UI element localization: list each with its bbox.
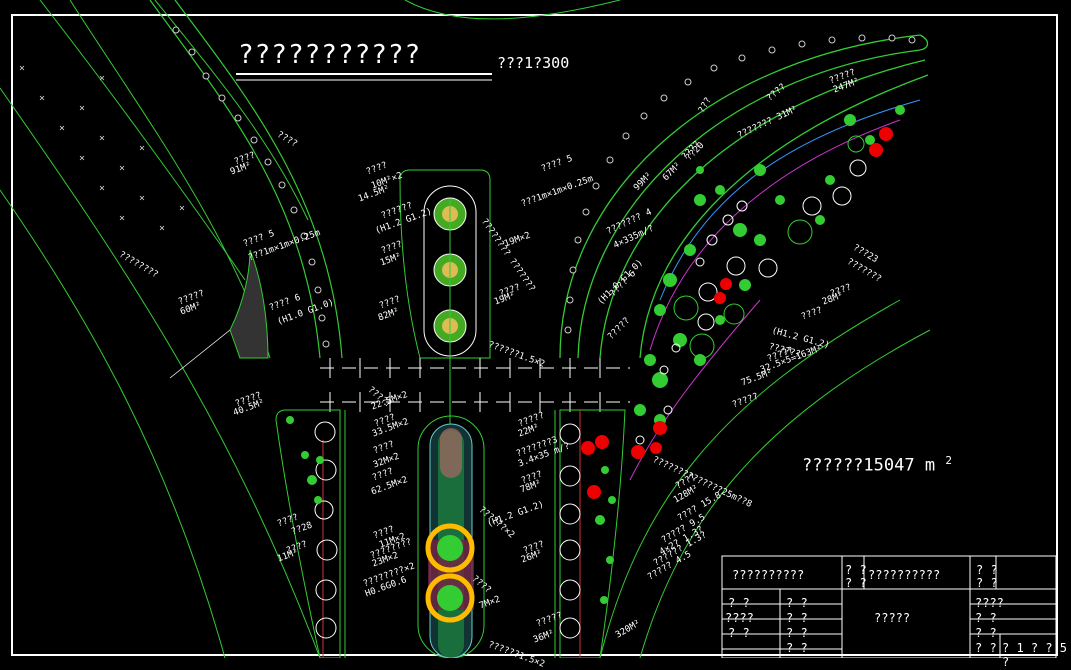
title-block-cell: ? ? (975, 611, 997, 625)
total-area-text: ??????15047 m (802, 455, 936, 476)
title-block-cell: ? ? (786, 596, 808, 610)
title-block-cell: ????? (874, 611, 911, 625)
lower-right-strip (559, 409, 626, 658)
title-block-cell: ? ? (845, 563, 867, 577)
title-block-cell: ? ? (786, 626, 808, 640)
title-block-cell: ? ? (976, 563, 998, 577)
title-block-cell: ???? (725, 611, 754, 625)
title-underline (236, 73, 492, 81)
right-strip-dots (564, 34, 916, 334)
crosswalk-dashes (320, 358, 630, 412)
title-block-cell: ? ? (786, 641, 808, 655)
arrow-hatch (19, 65, 185, 231)
lower-left-strip (275, 409, 341, 658)
drawing-title: ??????????? (238, 40, 422, 70)
title-block-cell: ? ? (976, 576, 998, 590)
title-block-cell: ? ? (845, 576, 867, 590)
lower-median (417, 415, 485, 658)
grey-hatch-patch (169, 249, 269, 379)
title-block-cell: ?????????? (732, 568, 805, 582)
title-block-cell: ? ? (728, 596, 750, 610)
title-block-lines (721, 555, 1057, 658)
drawing-frame (11, 14, 1058, 656)
drawing-scale: ???1?300 (497, 54, 570, 72)
right-lower-road-edge (599, 299, 931, 658)
title-block-cell: ? 1 ? ? 5 ? (1002, 641, 1068, 669)
title-block-cell: ?????????? (868, 568, 941, 582)
total-area-label: ??????15047 m 2 (802, 454, 952, 476)
title-block-cell: ? ? (975, 641, 997, 655)
left-strip-dots (172, 26, 330, 348)
central-island (399, 169, 491, 359)
title-block-cell: ? ? (728, 626, 750, 640)
left-curved-strip (149, 0, 343, 359)
title-block-cell: ? ? (786, 611, 808, 625)
right-planting-bed (629, 99, 921, 481)
title-block-cell: ???? (975, 596, 1004, 610)
title-block-cell: ? ? (975, 626, 997, 640)
area-unit-superscript: 2 (945, 454, 952, 467)
right-curved-strip (559, 34, 929, 359)
